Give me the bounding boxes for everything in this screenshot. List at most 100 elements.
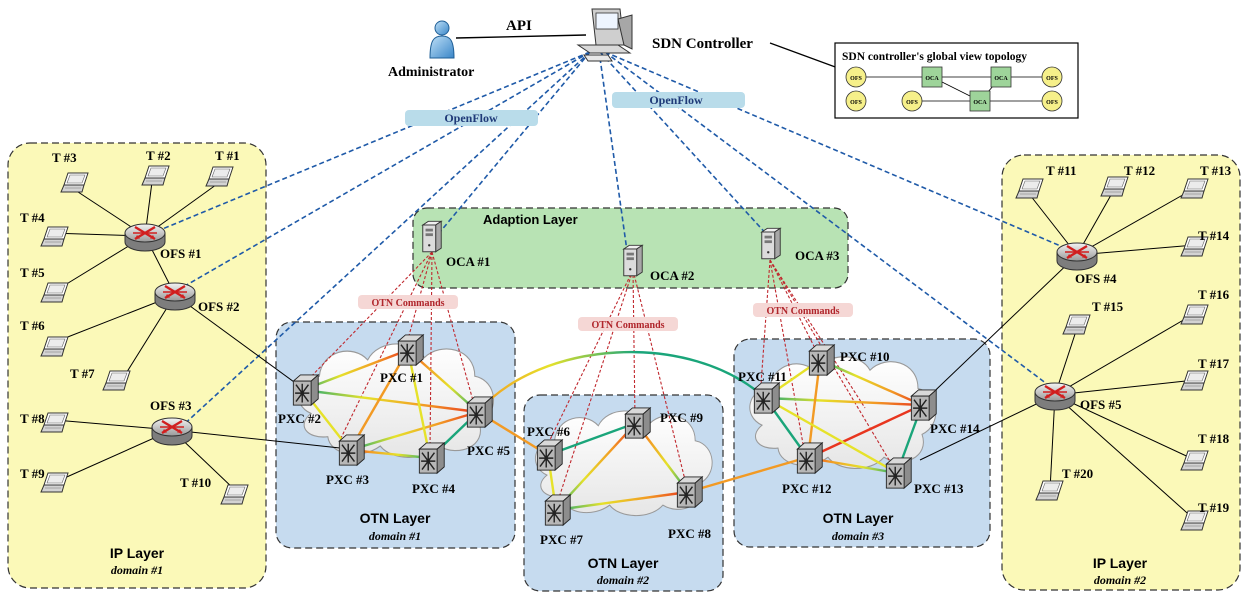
otn-layer-1-domain: domain #1 <box>369 529 421 543</box>
otn-commands-tag-3: OTN Commands <box>753 303 853 317</box>
pxc-1-icon <box>397 334 424 366</box>
terminal-15-label: T #15 <box>1092 299 1124 314</box>
pxc-7-icon <box>544 494 571 526</box>
otn-commands-tag-2: OTN Commands <box>578 317 678 331</box>
global-view-oca-3: OCA <box>969 90 991 112</box>
global-view-ofs-1: OFS <box>845 66 867 88</box>
otn-command-links <box>299 251 896 511</box>
svg-text:OFS: OFS <box>1046 76 1058 82</box>
administrator-label: Administrator <box>388 65 474 80</box>
api-label: API <box>506 18 532 34</box>
svg-text:OpenFlow: OpenFlow <box>649 93 703 107</box>
pxc-10-icon <box>808 344 835 376</box>
ofs-3-label: OFS #3 <box>150 398 192 413</box>
oca-3-label: OCA #3 <box>795 248 840 263</box>
global-view-oca-1: OCA <box>921 66 943 88</box>
sdn-controller-icon <box>576 8 633 62</box>
terminal-2-label: T #2 <box>146 148 171 163</box>
oca-1-label: OCA #1 <box>446 254 490 269</box>
pxc-11-label: PXC #11 <box>738 369 787 384</box>
pxc-11-icon <box>753 382 780 414</box>
pxc-6-icon <box>536 439 563 471</box>
svg-text:OFS: OFS <box>850 100 862 106</box>
ip-layer-2-domain: domain #2 <box>1094 573 1146 587</box>
terminal-20-label: T #20 <box>1062 466 1093 481</box>
pxc-14-label: PXC #14 <box>930 421 980 436</box>
terminal-6-label: T #6 <box>20 318 45 333</box>
pxc-5-label: PXC #5 <box>467 443 510 458</box>
terminal-8-label: T #8 <box>20 411 45 426</box>
ofs-1-label: OFS #1 <box>160 246 202 261</box>
global-view-ofs-3: OFS <box>901 90 923 112</box>
global-view-title: SDN controller's global view topology <box>842 51 1027 63</box>
otn-layer-2-domain: domain #2 <box>597 573 649 587</box>
oca-2-label: OCA #2 <box>650 268 694 283</box>
svg-text:OCA: OCA <box>925 76 939 82</box>
terminal-4-label: T #4 <box>20 210 45 225</box>
svg-text:OFS: OFS <box>850 76 862 82</box>
ofs-4-router-icon <box>1055 241 1099 272</box>
terminal-19-label: T #19 <box>1198 500 1230 515</box>
terminal-7-label: T #7 <box>70 366 95 381</box>
pxc-13-icon <box>885 457 912 489</box>
pxc-5-icon <box>466 396 493 428</box>
terminal-14-label: T #14 <box>1198 228 1230 243</box>
pxc-10-label: PXC #10 <box>840 349 889 364</box>
administrator-icon <box>429 20 455 59</box>
otn-layer-3-title: OTN Layer <box>823 510 894 526</box>
otn-layer-3-domain: domain #3 <box>832 529 884 543</box>
adaption-layer-title: Adaption Layer <box>483 212 578 227</box>
svg-text:OCA: OCA <box>973 100 987 106</box>
pxc-7-label: PXC #7 <box>540 532 583 547</box>
otn-layer-1-title: OTN Layer <box>360 510 431 526</box>
pxc-8-label: PXC #8 <box>668 526 711 541</box>
pxc-1-label: PXC #1 <box>380 370 423 385</box>
openflow-tag-left: OpenFlow <box>405 110 538 126</box>
ip-layer-1-domain: domain #1 <box>111 563 163 577</box>
pxc-9-label: PXC #9 <box>660 410 703 425</box>
pxc-6-label: PXC #6 <box>527 424 570 439</box>
pxc-12-label: PXC #12 <box>782 481 831 496</box>
otn-layer-2-title: OTN Layer <box>588 555 659 571</box>
terminal-11-label: T #11 <box>1046 163 1076 178</box>
otn-commands-tag-1: OTN Commands <box>358 295 458 309</box>
pxc-8-icon <box>676 476 703 508</box>
pxc-3-label: PXC #3 <box>326 472 369 487</box>
pxc-12-icon <box>796 442 823 474</box>
terminal-13-label: T #13 <box>1200 163 1232 178</box>
oca-3-server-icon <box>761 227 781 260</box>
svg-text:OpenFlow: OpenFlow <box>444 111 498 125</box>
terminal-5-label: T #5 <box>20 265 45 280</box>
api-link <box>455 34 587 39</box>
pxc-2-icon <box>292 374 319 406</box>
ofs-2-label: OFS #2 <box>198 299 240 314</box>
svg-text:OTN Commands: OTN Commands <box>766 306 839 317</box>
ofs-2-router-icon <box>153 281 197 312</box>
global-view-ofs-4: OFS <box>1041 66 1063 88</box>
global-view-ofs-2: OFS <box>845 90 867 112</box>
pxc-4-label: PXC #4 <box>412 481 455 496</box>
terminal-10-label: T #10 <box>180 475 211 490</box>
svg-text:OCA: OCA <box>994 76 1008 82</box>
ofs-5-router-icon <box>1033 381 1077 412</box>
ofs-1-router-icon <box>123 222 167 253</box>
svg-text:OTN Commands: OTN Commands <box>591 320 664 331</box>
global-view-pointer <box>769 42 839 69</box>
pxc-14-icon <box>910 389 937 421</box>
oca-2-server-icon <box>623 244 643 277</box>
ip-layer-1-title: IP Layer <box>110 545 165 561</box>
pxc-9-icon <box>624 407 651 439</box>
terminal-17-label: T #17 <box>1198 356 1230 371</box>
ofs-3-router-icon <box>150 416 194 447</box>
openflow-tag-right: OpenFlow <box>612 92 745 108</box>
terminal-1-label: T #1 <box>215 148 240 163</box>
terminal-18-label: T #18 <box>1198 431 1230 446</box>
ofs-5-label: OFS #5 <box>1080 397 1122 412</box>
terminal-12-label: T #12 <box>1124 163 1155 178</box>
svg-text:OFS: OFS <box>906 100 918 106</box>
terminal-3-label: T #3 <box>52 150 77 165</box>
svg-text:OFS: OFS <box>1046 100 1058 106</box>
global-view-ofs-5: OFS <box>1041 90 1063 112</box>
pxc-13-label: PXC #13 <box>914 481 964 496</box>
